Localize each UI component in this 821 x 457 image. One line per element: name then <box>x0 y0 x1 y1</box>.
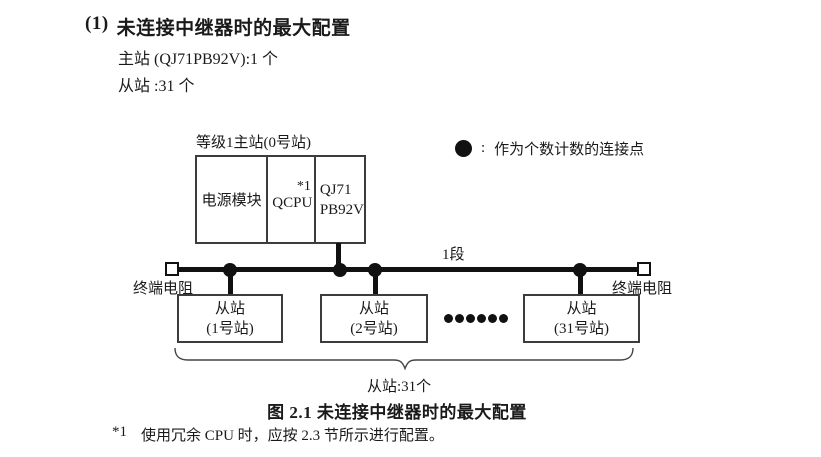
slave-total-label: 从站:31个 <box>367 379 432 395</box>
master-drop-line <box>336 243 341 268</box>
footnote: *1 使用冗余 CPU 时，应按 2.3 节所示进行配置。 <box>112 424 444 445</box>
slave-count-line: 从站 :31 个 <box>118 78 195 95</box>
slave-station-box-1: 从站 (1号站) <box>177 294 283 343</box>
cpu-cell: *1 QCPU <box>266 157 314 242</box>
underbrace <box>174 347 634 371</box>
legend-text: 作为个数计数的连接点 <box>494 142 645 158</box>
connection-point-icon <box>455 140 472 157</box>
interface-module-line1: QJ71 <box>319 181 352 198</box>
section-title: (1) 未连接中继器时的最大配置 <box>85 13 351 40</box>
slave1-drop-line <box>228 271 233 295</box>
terminator-left-icon <box>165 262 179 276</box>
cpu-footnote-marker: *1 <box>296 179 311 194</box>
slave31-line1: 从站 <box>566 300 597 317</box>
slave31-drop-line <box>578 271 583 295</box>
ellipsis-dots-icon <box>444 314 508 323</box>
interface-module-line2: PB92V <box>319 201 364 218</box>
power-module-cell: 电源模块 <box>201 193 262 209</box>
figure-caption: 图 2.1 未连接中继器时的最大配置 <box>267 403 527 422</box>
terminator-left-label: 终端电阻 <box>133 281 194 297</box>
interface-module-cell: QJ71 PB92V <box>313 157 364 242</box>
cpu-label: QCPU <box>272 195 313 211</box>
connection-point-icon <box>368 263 382 277</box>
terminator-right-label: 终端电阻 <box>612 281 673 297</box>
slave2-line1: 从站 <box>358 300 389 317</box>
slave1-line1: 从站 <box>214 300 245 317</box>
slave2-line2: (2号站) <box>350 320 398 337</box>
connection-point-icon <box>223 263 237 277</box>
connection-point-icon <box>573 263 587 277</box>
legend: : 作为个数计数的连接点 <box>455 138 644 159</box>
slave1-line2: (1号站) <box>206 320 254 337</box>
footnote-text: 使用冗余 CPU 时，应按 2.3 节所示进行配置。 <box>141 428 444 444</box>
slave-station-box-2: 从站 (2号站) <box>320 294 428 343</box>
master-count-line: 主站 (QJ71PB92V):1 个 <box>118 51 279 68</box>
slave31-line2: (31号站) <box>554 320 609 337</box>
bus-line <box>179 267 639 272</box>
terminator-right-icon <box>637 262 651 276</box>
master-station-label: 等级1主站(0号站) <box>196 135 311 151</box>
legend-separator: : <box>481 140 486 156</box>
master-station-box: 电源模块 *1 QCPU QJ71 PB92V <box>195 155 366 244</box>
segment-label: 1段 <box>442 247 465 263</box>
connection-point-icon <box>333 263 347 277</box>
section-number: (1) <box>85 13 109 34</box>
slave-station-box-31: 从站 (31号站) <box>523 294 640 343</box>
footnote-marker: *1 <box>112 424 127 440</box>
section-title-text: 未连接中继器时的最大配置 <box>116 18 351 39</box>
slave2-drop-line <box>373 271 378 295</box>
